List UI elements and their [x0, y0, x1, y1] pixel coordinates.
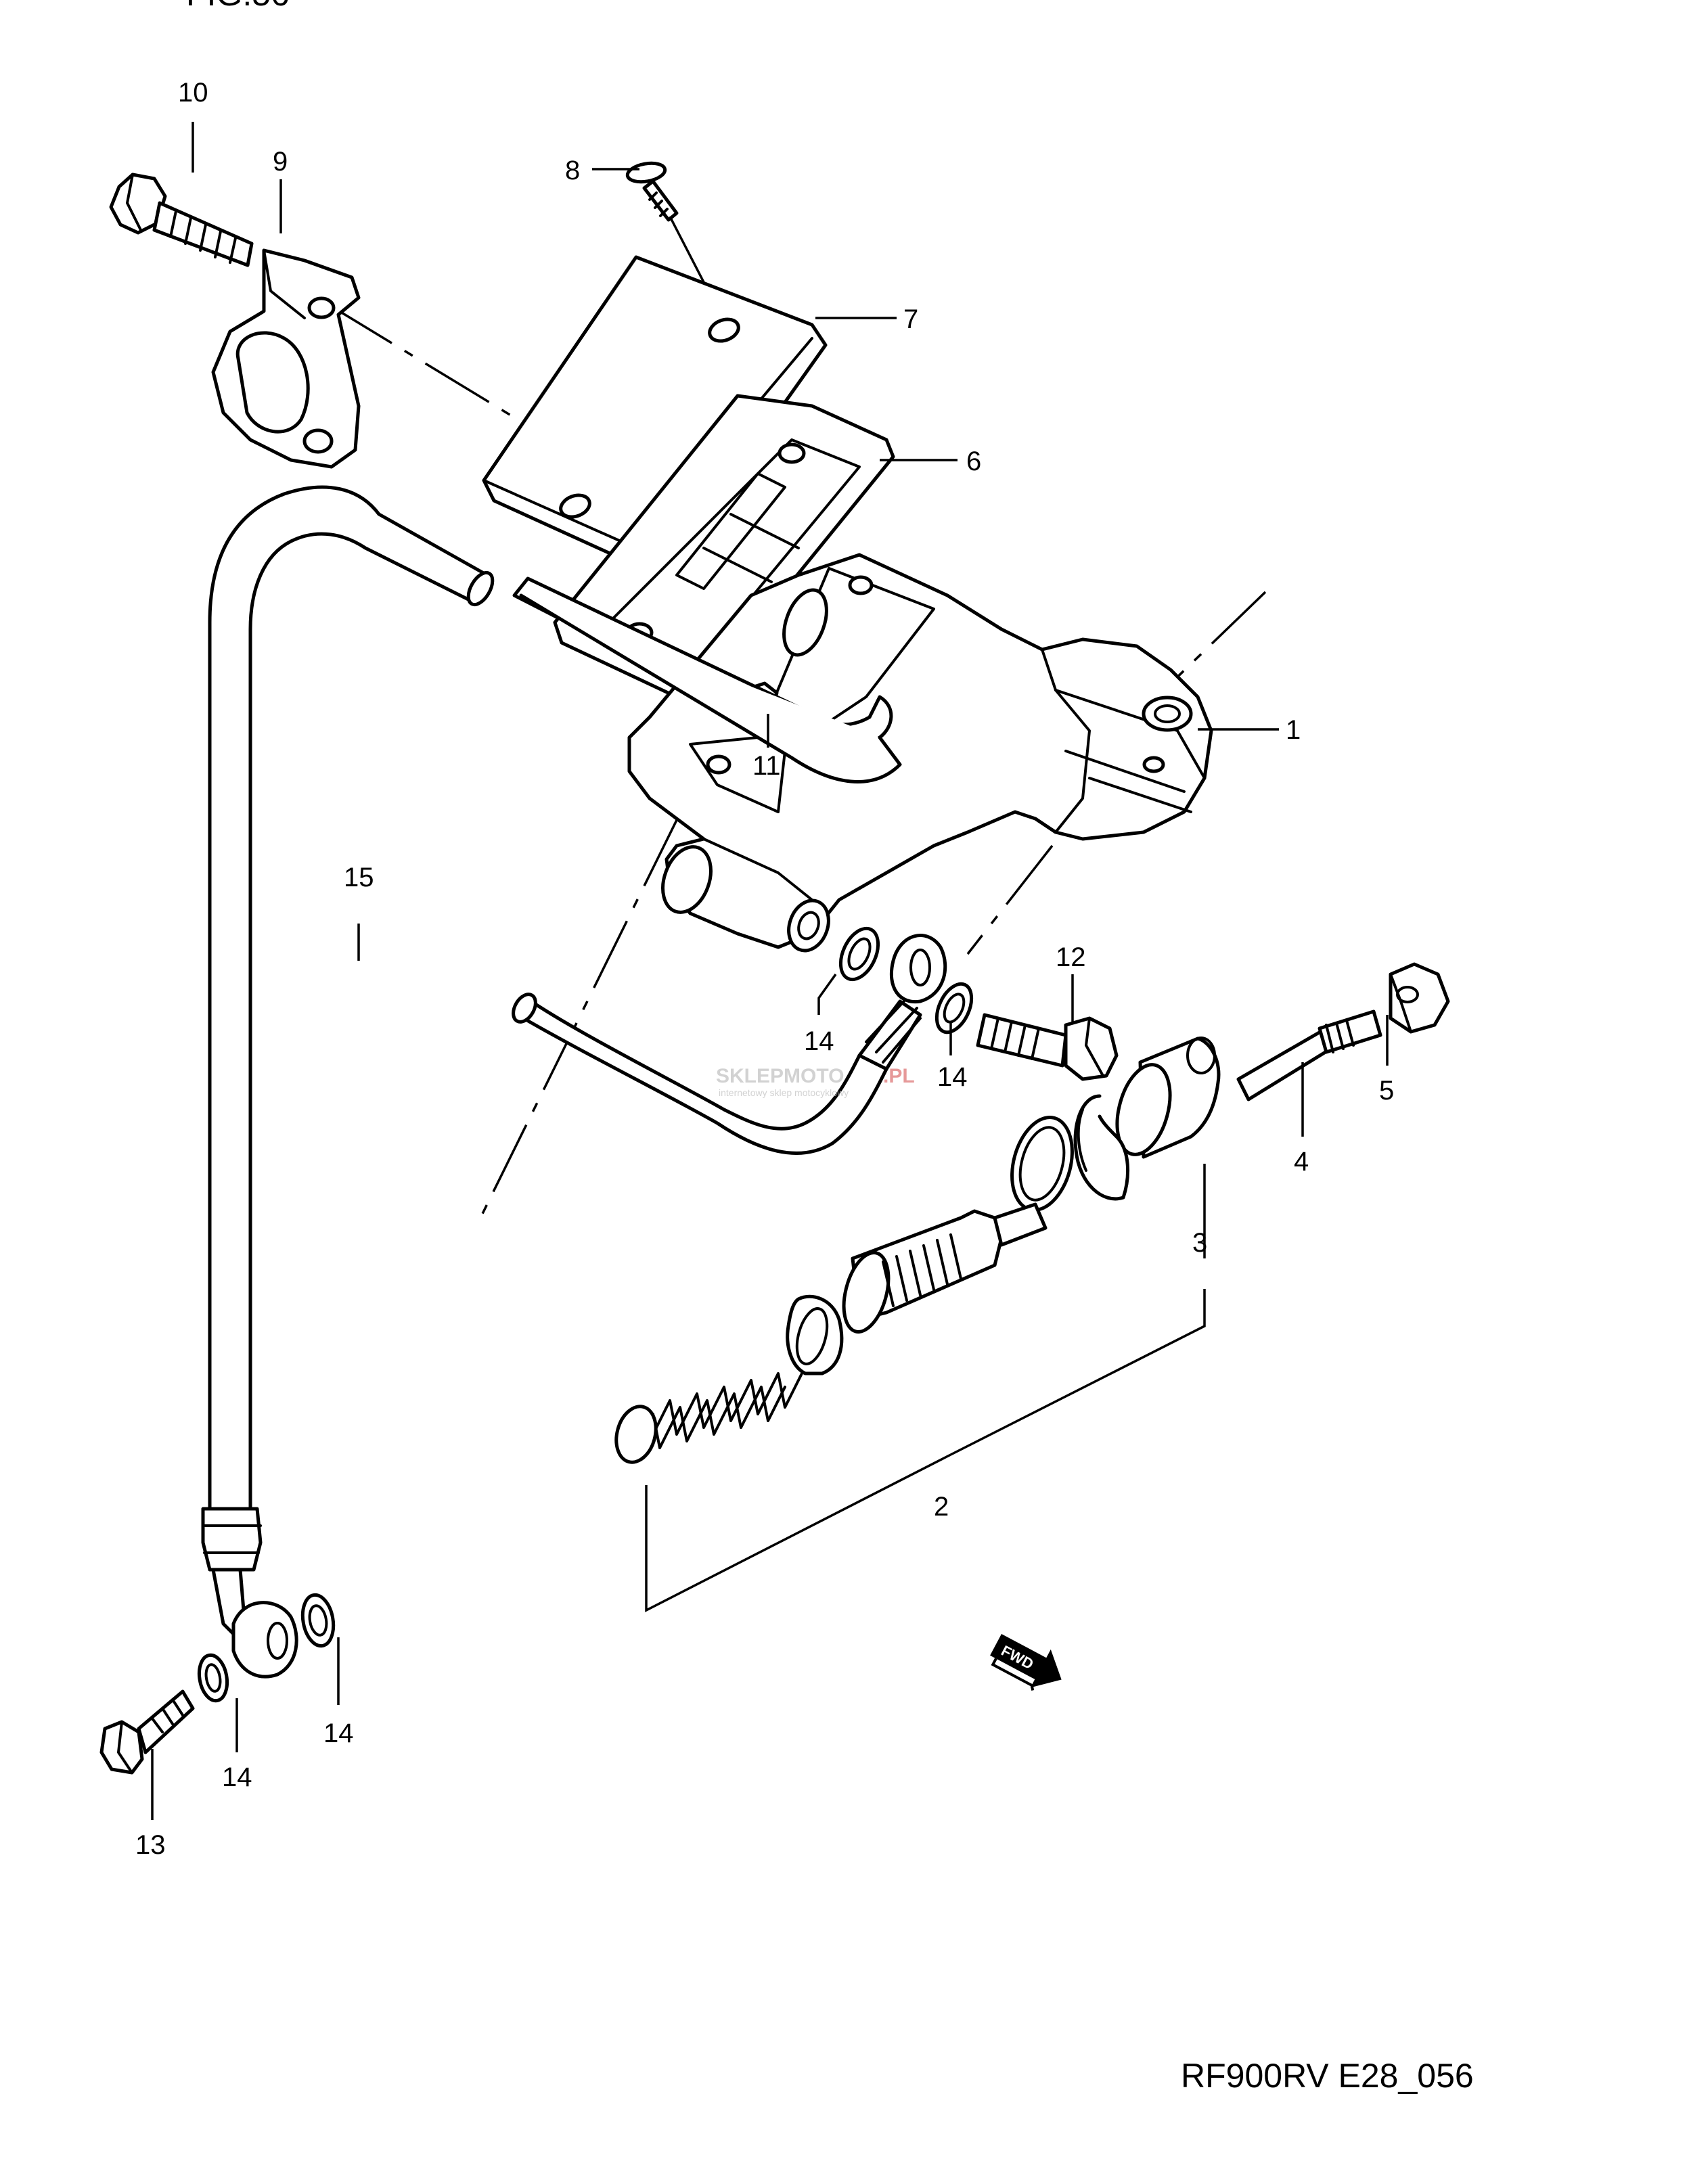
part-10-bolt [109, 173, 254, 267]
callout-11: 11 [752, 751, 781, 781]
callout-8: 8 [565, 156, 580, 185]
callout-12: 12 [1056, 942, 1086, 972]
part-9-holder [211, 248, 361, 469]
part-15-hose [201, 485, 947, 1679]
callout-4: 4 [1294, 1147, 1309, 1177]
callout-14d: 14 [323, 1719, 354, 1748]
callout-14c: 14 [222, 1762, 252, 1792]
watermark: SKLEPMOTO .PL internetowy sklep motocykl… [716, 1065, 915, 1098]
watermark-brand: SKLEPMOTO [716, 1065, 844, 1087]
part-1-master-cylinder [627, 553, 1213, 953]
callout-6: 6 [966, 447, 981, 476]
part-5-nut [1389, 962, 1450, 1034]
fwd-arrow-icon: FWD [990, 1634, 1062, 1691]
callout-3: 3 [1192, 1228, 1207, 1258]
callout-1: 1 [1286, 715, 1301, 745]
callout-5: 5 [1379, 1076, 1394, 1106]
figure-title-fragment: FIG.56 [186, 0, 290, 13]
part-13-bolt [99, 1689, 195, 1775]
callout-15: 15 [344, 863, 374, 892]
part-2-spring [614, 1372, 803, 1464]
callout-14b: 14 [937, 1062, 968, 1092]
callout-14a: 14 [804, 1026, 834, 1056]
part-12-union-bolt [976, 1013, 1119, 1081]
diagram-code: RF900RV E28_056 [1181, 2057, 1474, 2095]
callout-13: 13 [135, 1830, 166, 1860]
callout-numbers: 1 2 3 4 5 6 7 8 9 10 11 12 13 14 14 14 1… [135, 78, 1394, 1860]
watermark-suffix: .PL [883, 1065, 915, 1087]
callout-10: 10 [178, 78, 208, 108]
callout-leader-lines [151, 122, 1389, 1820]
assembly-brackets [645, 1164, 1206, 1612]
callout-7: 7 [903, 304, 918, 334]
part-3-piston-kit [786, 1037, 1221, 1375]
callout-2: 2 [934, 1492, 949, 1522]
callout-9: 9 [273, 147, 288, 177]
watermark-tagline: internetowy sklep motocyklowy [719, 1087, 849, 1098]
part-14-washers [197, 926, 974, 1703]
part-4-push-rod [1236, 1009, 1382, 1101]
